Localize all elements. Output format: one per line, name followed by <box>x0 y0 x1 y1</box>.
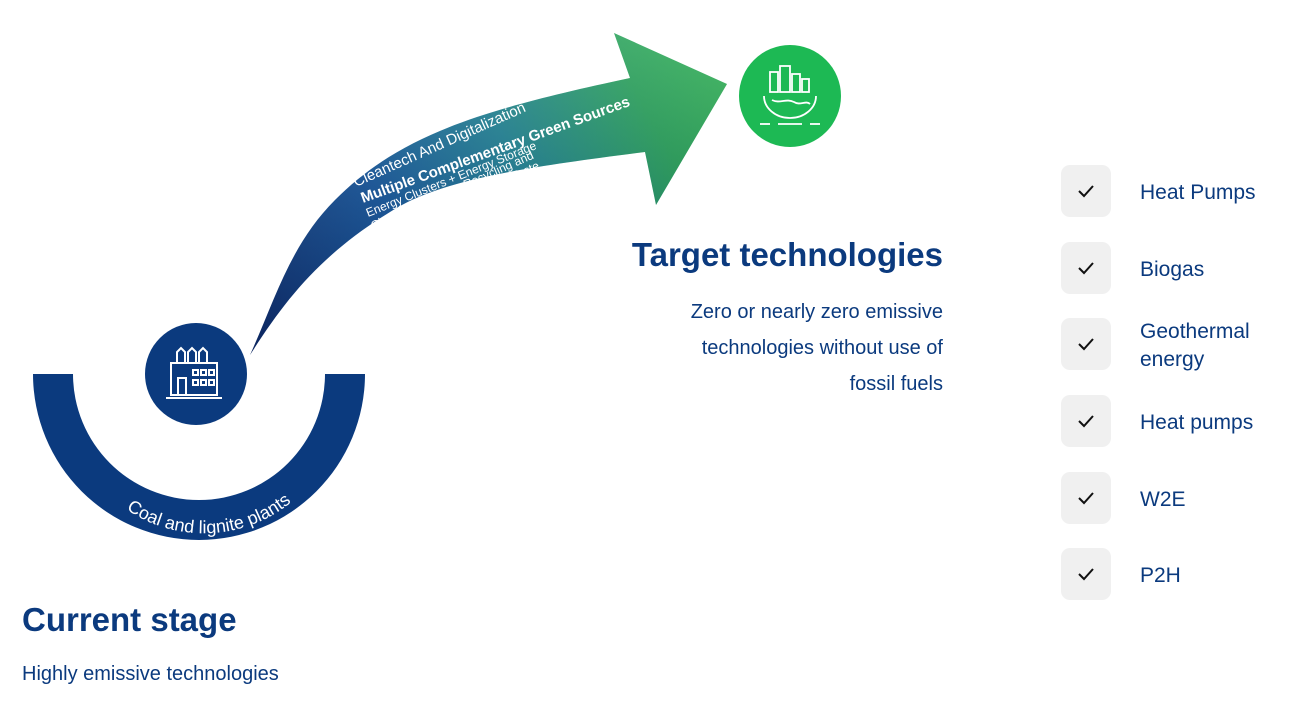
target-badge <box>739 45 841 147</box>
check-box <box>1061 318 1111 370</box>
checkmark-icon <box>1078 568 1094 581</box>
current-stage-subtitle: Highly emissive technologies <box>22 663 279 685</box>
target-subtitle-line: technologies without use of <box>701 337 943 359</box>
check-box <box>1061 242 1111 294</box>
checklist-label: P2H <box>1140 564 1181 587</box>
check-box <box>1061 395 1111 447</box>
checkmark-icon <box>1078 338 1094 351</box>
check-box <box>1061 165 1111 217</box>
target-subtitle-line: Zero or nearly zero emissive <box>690 301 943 323</box>
checklist-label: Biogas <box>1140 258 1205 281</box>
target-title: Target technologies <box>631 236 943 273</box>
target-subtitle: Zero or nearly zero emissive technologie… <box>600 294 943 402</box>
checkmark-icon <box>1078 185 1094 198</box>
checkmark-icon <box>1078 492 1094 505</box>
checklist-label: W2E <box>1140 488 1186 511</box>
checklist-item: Heat pumps <box>1061 395 1297 451</box>
checkmark-icon <box>1078 262 1094 275</box>
checklist-item: Geothermal energy <box>1061 318 1297 374</box>
green-city-globe-icon <box>760 65 820 125</box>
checklist-label: Heat pumps <box>1140 411 1254 434</box>
checklist-item: Heat Pumps <box>1061 165 1297 221</box>
arrow-text-group: Cleantech And Digitalization Multiple Co… <box>351 93 633 246</box>
target-subtitle-line: fossil fuels <box>849 373 943 395</box>
check-box <box>1061 548 1111 600</box>
checklist-item: P2H <box>1061 548 1297 604</box>
checklist-label: Heat Pumps <box>1140 181 1256 204</box>
checklist-item: Biogas <box>1061 242 1297 298</box>
checklist-item: W2E <box>1061 472 1297 528</box>
current-stage-title: Current stage <box>22 601 237 638</box>
checklist-label: Geothermal energy <box>1140 320 1250 371</box>
transition-arrow <box>250 33 727 355</box>
checkmark-icon <box>1078 415 1094 428</box>
current-stage-arc <box>33 374 365 540</box>
factory-badge <box>145 323 247 425</box>
check-box <box>1061 472 1111 524</box>
factory-icon <box>166 346 222 399</box>
